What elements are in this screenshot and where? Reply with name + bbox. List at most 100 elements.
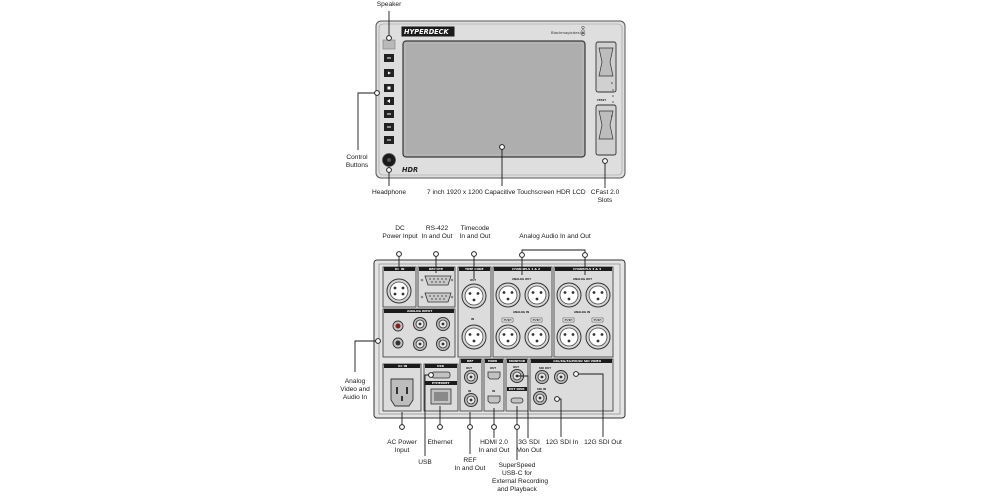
label-sdi-mon: 3G SDI Mon Out xyxy=(514,439,544,455)
svg-text:OUT: OUT xyxy=(466,366,472,370)
svg-text:ANALOG INPUT: ANALOG INPUT xyxy=(407,309,433,313)
svg-text:ANALOG OUT: ANALOG OUT xyxy=(573,277,592,281)
analog-video-bnc-4[interactable] xyxy=(436,337,450,351)
svg-text:ANALOG OUT: ANALOG OUT xyxy=(512,277,531,281)
svg-text:ANALOG IN: ANALOG IN xyxy=(574,310,590,314)
label-hdmi-line2: In and Out xyxy=(478,447,510,454)
label-analog-video: Analog Video and Audio In xyxy=(338,378,372,402)
usbc-callout-dot xyxy=(514,424,520,430)
analog-out-2-xlr[interactable] xyxy=(524,282,550,308)
label-rs422-line1: RS-422 xyxy=(425,225,449,232)
label-dc-line1: DC xyxy=(395,225,405,232)
sdi-out-callout-dot xyxy=(573,371,579,377)
sdi-out-bnc-b[interactable] xyxy=(554,370,568,384)
analog-in-2-xlr[interactable] xyxy=(524,324,550,350)
analog-audio-callout-dot-2 xyxy=(582,252,588,258)
headphone-jack-icon[interactable] xyxy=(382,153,396,167)
analog-video-bnc-3[interactable] xyxy=(413,337,427,351)
svg-text:CHANNELS 3 & 4: CHANNELS 3 & 4 xyxy=(573,267,601,271)
hdmi-out-port[interactable] xyxy=(487,371,501,380)
label-hdmi-line1: HDMI 2.0 xyxy=(480,439,508,446)
control-callout-dot xyxy=(374,90,380,96)
cfast-callout-dot xyxy=(602,158,608,164)
label-analog-video-line2: Video and xyxy=(340,386,370,393)
cfast-slot-1[interactable] xyxy=(595,41,617,93)
svg-text:IN: IN xyxy=(471,317,474,321)
usb-callout-dot xyxy=(428,372,434,378)
label-sdi-in: 12G SDI In xyxy=(545,439,579,446)
monitor-ext-disk-section: MONITOR OUT EXT DISK xyxy=(505,358,529,412)
svg-text:HDMI: HDMI xyxy=(488,359,497,363)
label-timecode: Timecode In and Out xyxy=(458,225,492,241)
label-lcd: 7 inch 1920 x 1200 Capacitive Touchscree… xyxy=(427,189,586,196)
rca-right-icon[interactable] xyxy=(392,337,404,349)
ethernet-callout-dot xyxy=(437,424,443,430)
svg-text:DC IN: DC IN xyxy=(395,267,405,271)
hdmi-in-port[interactable] xyxy=(487,395,501,404)
label-ref: REF In and Out xyxy=(452,457,488,473)
sdi-in-bnc[interactable] xyxy=(533,391,547,405)
iec-power-socket-icon[interactable] xyxy=(390,378,414,407)
usb-port[interactable] xyxy=(431,371,451,379)
label-analog-video-line1: Analog xyxy=(344,378,366,385)
label-ac-line1: AC Power xyxy=(387,439,417,446)
lcd-screen[interactable] xyxy=(402,40,586,158)
label-sdi-mon-line2: Mon Out xyxy=(516,447,542,454)
dc-power-connector-icon[interactable] xyxy=(386,278,412,304)
cfast-slot-2[interactable] xyxy=(595,104,617,156)
svg-text:REF: REF xyxy=(467,359,473,363)
analog-video-bnc-2[interactable] xyxy=(436,317,450,331)
hyperdeck-logo: HYPERDECK xyxy=(401,26,455,37)
svg-text:ETHERNET: ETHERNET xyxy=(432,381,451,385)
ethernet-port[interactable] xyxy=(430,388,452,405)
timecode-in-xlr[interactable] xyxy=(461,324,487,350)
label-timecode-line2: In and Out xyxy=(459,233,491,240)
ac-in-section: AC IN xyxy=(382,363,422,412)
analog-out-3-xlr[interactable] xyxy=(556,282,582,308)
analog-out-4-xlr[interactable] xyxy=(585,282,611,308)
rear-panel: DC IN REMOTE xyxy=(373,259,626,419)
svg-text:OUT: OUT xyxy=(513,365,519,369)
ac-callout-dot xyxy=(399,424,405,430)
rca-left-icon[interactable] xyxy=(392,320,404,332)
headphone-callout-dot xyxy=(386,167,392,173)
label-hdmi: HDMI 2.0 In and Out xyxy=(477,439,511,455)
channels-1-2-section: CHANNELS 1 & 2 ANALOG OUT ANALOG IN PUSH… xyxy=(492,266,553,358)
analog-in-1-xlr[interactable] xyxy=(495,324,521,350)
analog-video-bnc-1[interactable] xyxy=(413,317,427,331)
dc-callout-dot xyxy=(396,251,402,257)
timecode-section: TIME CODE OUT IN xyxy=(457,266,492,358)
cfast-label: CFAST xyxy=(597,98,606,102)
ref-callout-dot xyxy=(467,424,473,430)
front-panel: HYPERDECK Blackmagicdesign xyxy=(375,20,626,179)
label-control-buttons: Control Buttons xyxy=(340,154,374,170)
label-superspeed-line3: External Recording xyxy=(492,478,549,485)
ref-out-bnc[interactable] xyxy=(464,370,478,384)
label-dc: DC Power Input xyxy=(380,225,420,241)
label-ethernet: Ethernet xyxy=(427,439,453,446)
svg-text:ANALOG IN: ANALOG IN xyxy=(513,310,529,314)
sdi-video-section: 12G/6G/3G/HD/SD SDI VIDEO SDI OUT SDI IN xyxy=(529,358,614,412)
ref-in-bnc[interactable] xyxy=(464,393,478,407)
svg-text:PUSH: PUSH xyxy=(565,318,573,322)
analog-in-3-xlr[interactable] xyxy=(556,324,582,350)
usb-c-port[interactable] xyxy=(510,397,524,404)
svg-text:CHANNELS 1 & 2: CHANNELS 1 & 2 xyxy=(512,267,540,271)
sdi-out-bnc-a[interactable] xyxy=(535,370,549,384)
label-ac-power: AC Power Input xyxy=(385,439,419,455)
timecode-out-xlr[interactable] xyxy=(461,283,487,309)
label-control-line1: Control xyxy=(346,154,368,161)
blackmagic-logo-icon xyxy=(581,25,585,37)
label-ac-line2: Input xyxy=(394,447,410,454)
rs422-in-port[interactable] xyxy=(424,275,452,286)
slot-number-2: 2 xyxy=(611,114,613,118)
analog-input-section: ANALOG INPUT xyxy=(382,308,456,358)
analog-out-1-xlr[interactable] xyxy=(495,282,521,308)
analog-in-4-xlr[interactable] xyxy=(585,324,611,350)
svg-text:USB: USB xyxy=(437,364,445,368)
label-sdi-out: 12G SDI Out xyxy=(584,439,622,446)
rs422-out-port[interactable] xyxy=(424,292,452,303)
label-speaker: Speaker xyxy=(376,1,402,8)
svg-text:PUSH: PUSH xyxy=(504,318,512,322)
